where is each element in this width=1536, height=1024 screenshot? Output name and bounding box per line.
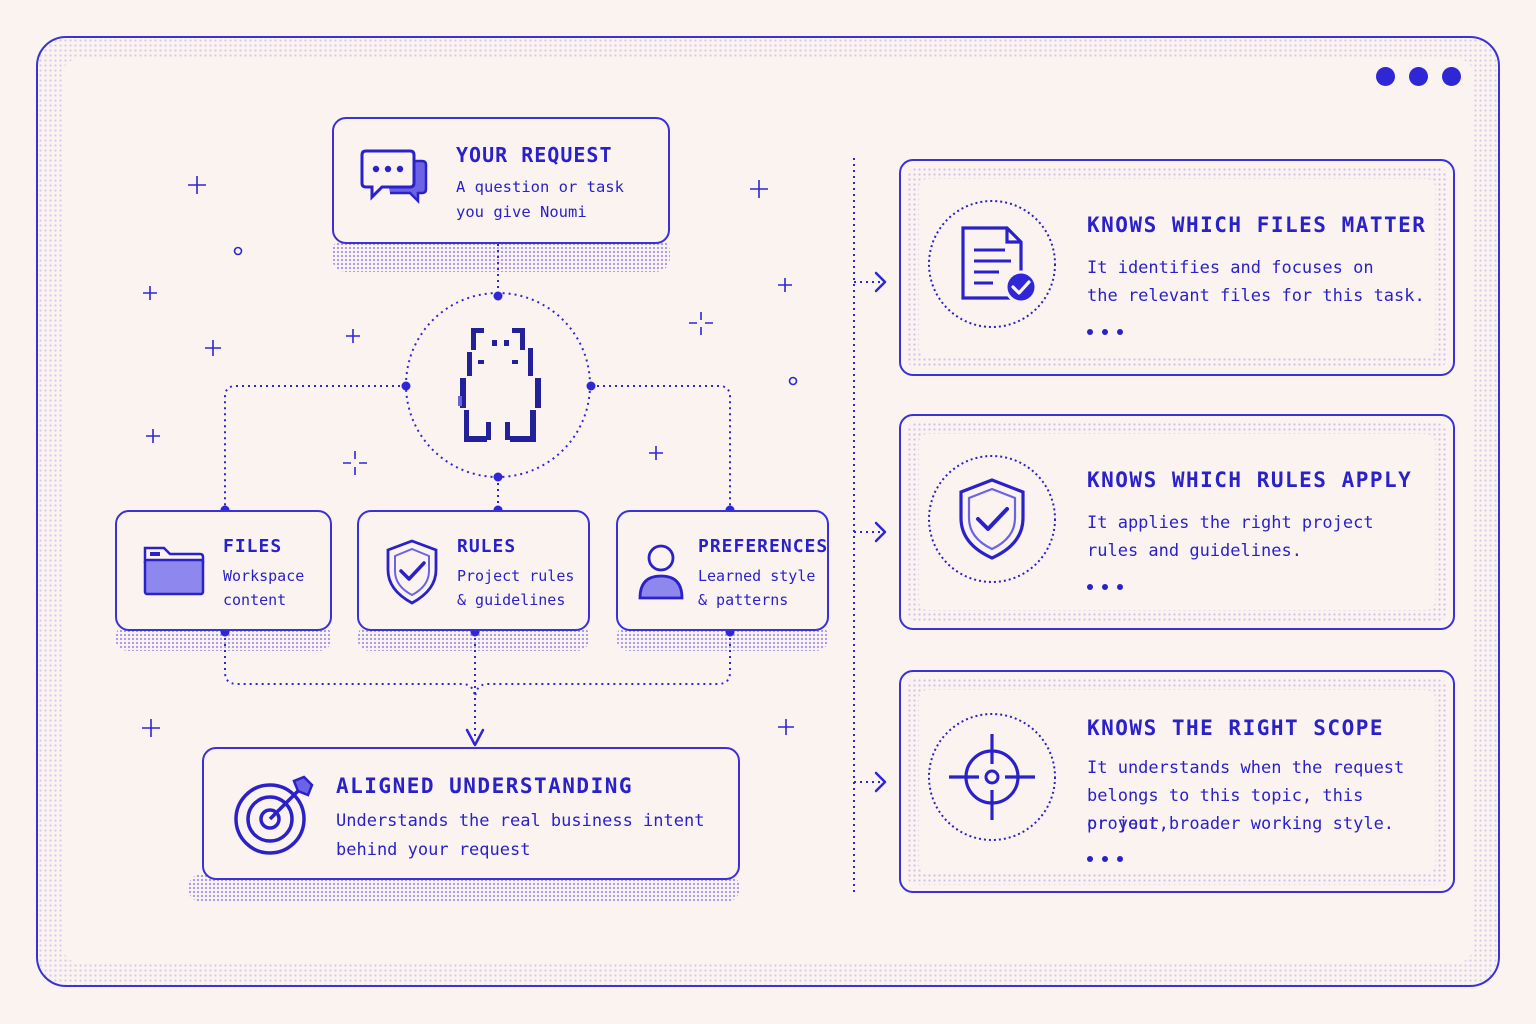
capability-card: KNOWS WHICH FILES MATTER It identifies a… xyxy=(899,159,1455,376)
files-title: FILES xyxy=(223,536,283,557)
preferences-line-2: & patterns xyxy=(698,591,789,609)
capability-card: KNOWS WHICH RULES APPLY It applies the r… xyxy=(899,414,1455,630)
shield-check-icon xyxy=(386,539,438,605)
request-line-2: you give Noumi xyxy=(456,203,587,221)
capability-title: KNOWS WHICH FILES MATTER xyxy=(1087,213,1427,237)
capability-line: belongs to this topic, this project, xyxy=(1087,786,1364,834)
request-title: YOUR REQUEST xyxy=(456,143,613,167)
capability-line: or your broader working style. xyxy=(1087,814,1395,834)
preferences-card: PREFERENCES Learned style & patterns xyxy=(616,510,829,631)
window-dot[interactable] xyxy=(1442,67,1461,86)
pixel-cat-icon xyxy=(458,328,541,442)
aligned-line-2: behind your request xyxy=(336,840,531,860)
request-card: YOUR REQUEST A question or task you give… xyxy=(332,117,670,244)
rules-line-1: Project rules xyxy=(457,567,575,585)
more-ellipsis[interactable] xyxy=(1087,329,1123,335)
rules-title: RULES xyxy=(457,536,517,557)
target-arrow-icon xyxy=(234,775,314,855)
crosshair-icon xyxy=(928,713,1056,841)
more-ellipsis[interactable] xyxy=(1087,584,1123,590)
preferences-line-1: Learned style xyxy=(698,567,816,585)
capability-line: It understands when the request xyxy=(1087,758,1405,778)
capability-title: KNOWS WHICH RULES APPLY xyxy=(1087,468,1413,492)
window-dot[interactable] xyxy=(1376,67,1395,86)
capability-title: KNOWS THE RIGHT SCOPE xyxy=(1087,716,1385,740)
window-dots-menu[interactable] xyxy=(1376,67,1461,86)
rules-line-2: & guidelines xyxy=(457,591,566,609)
capability-line: It identifies and focuses on xyxy=(1087,258,1374,278)
capability-line: It applies the right project xyxy=(1087,513,1374,533)
files-card: FILES Workspace content xyxy=(115,510,332,631)
shield-check-icon xyxy=(928,455,1056,583)
capability-line: rules and guidelines. xyxy=(1087,541,1302,561)
files-line-2: content xyxy=(223,591,287,609)
chat-bubbles-icon xyxy=(360,149,428,205)
capability-card: KNOWS THE RIGHT SCOPE It understands whe… xyxy=(899,670,1455,893)
aligned-understanding-card: ALIGNED UNDERSTANDING Understands the re… xyxy=(202,747,740,880)
aligned-title: ALIGNED UNDERSTANDING xyxy=(336,774,634,798)
document-check-icon xyxy=(928,200,1056,328)
aligned-line-1: Understands the real business intent xyxy=(336,811,705,831)
files-line-1: Workspace xyxy=(223,567,305,585)
rules-card: RULES Project rules & guidelines xyxy=(357,510,590,631)
window-dot[interactable] xyxy=(1409,67,1428,86)
user-icon xyxy=(638,544,684,600)
request-line-1: A question or task xyxy=(456,178,624,196)
folder-icon xyxy=(143,546,205,596)
preferences-title: PREFERENCES xyxy=(698,536,829,557)
capability-line: the relevant files for this task. xyxy=(1087,286,1425,306)
more-ellipsis[interactable] xyxy=(1087,856,1123,862)
